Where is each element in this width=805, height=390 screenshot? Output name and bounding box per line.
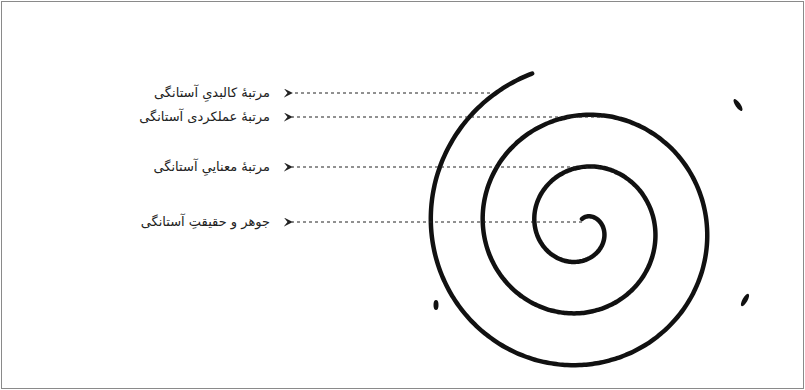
ink-blot (732, 98, 744, 112)
ink-blot (739, 293, 750, 308)
leader-line (292, 117, 600, 118)
level-label: مرتبهٔ عملکردی آستانگی (137, 108, 272, 126)
leader-line (292, 93, 490, 94)
leader-line (292, 167, 600, 168)
level-label: مرتبهٔ معناییِ آستانگی (151, 158, 272, 176)
level-label: مرتبهٔ کالبدیِ آستانگی (152, 84, 272, 102)
ink-blot (434, 300, 439, 310)
level-label: جوهر و حقیقتِ آستانگی (139, 213, 272, 231)
leader-line (292, 222, 582, 223)
